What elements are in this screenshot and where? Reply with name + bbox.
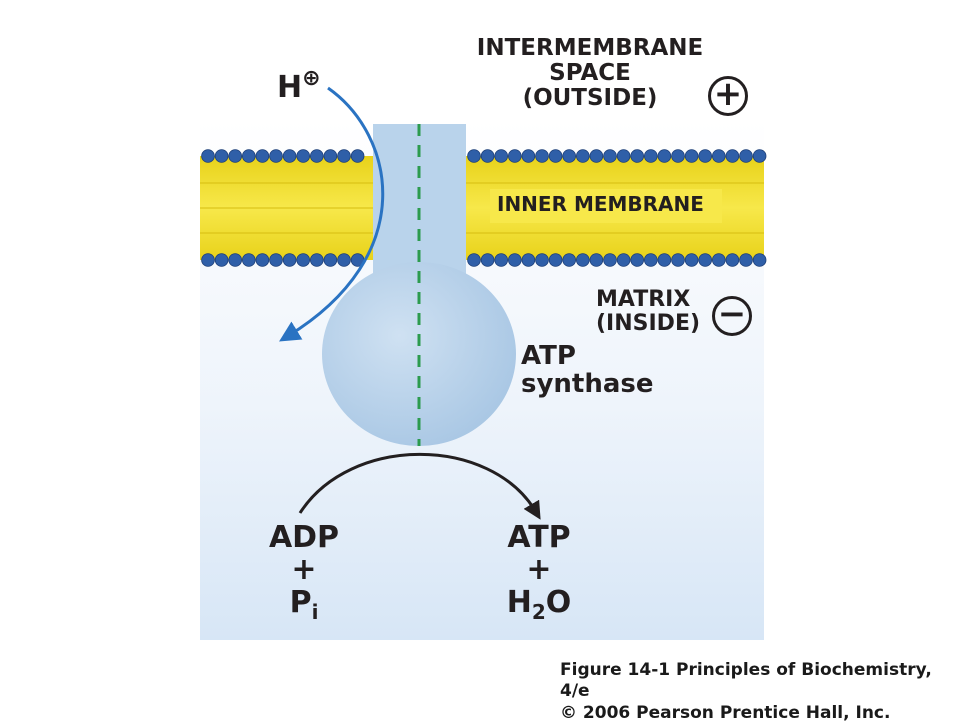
lipid-head bbox=[535, 253, 549, 267]
lipid-head bbox=[562, 149, 576, 163]
caption-line-2: © 2006 Pearson Prentice Hall, Inc. bbox=[560, 702, 891, 723]
caption-line-1: Figure 14-1 Principles of Biochemistry, … bbox=[560, 660, 932, 702]
lipid-head bbox=[242, 149, 256, 163]
lipid-head bbox=[752, 253, 767, 267]
lipid-head bbox=[507, 253, 522, 267]
reactants-label: ADP + Pi bbox=[268, 520, 340, 624]
synthase-knob bbox=[322, 262, 516, 446]
lipid-head bbox=[282, 149, 297, 163]
lipid-head bbox=[589, 149, 604, 163]
lipid-head bbox=[725, 149, 740, 163]
lipid-head bbox=[698, 149, 712, 163]
lipid-head bbox=[671, 253, 685, 267]
lipid-tails bbox=[200, 182, 764, 234]
products-label: ATP + H2O bbox=[506, 520, 572, 624]
lipid-head bbox=[711, 149, 726, 163]
negative-charge-icon: − bbox=[712, 296, 752, 336]
lipid-heads bbox=[201, 149, 767, 267]
lipid-head bbox=[255, 253, 270, 267]
lipid-head bbox=[562, 253, 576, 267]
inner-membrane-label: INNER MEMBRANE bbox=[497, 192, 704, 216]
lipid-head bbox=[603, 253, 617, 267]
lipid-head bbox=[214, 149, 229, 163]
lipid-head bbox=[684, 149, 699, 163]
lipid-head bbox=[521, 149, 536, 163]
lipid-head bbox=[323, 253, 338, 267]
lipid-head bbox=[739, 149, 753, 163]
lipid-head bbox=[630, 253, 644, 267]
lipid-head bbox=[296, 149, 311, 163]
lipid-head bbox=[575, 149, 590, 163]
lipid-head bbox=[337, 149, 351, 163]
lipid-head bbox=[337, 253, 351, 267]
lipid-head bbox=[643, 253, 658, 267]
lipid-head bbox=[269, 253, 283, 267]
lipid-head bbox=[657, 253, 672, 267]
lipid-head bbox=[214, 253, 229, 267]
lipid-head bbox=[480, 253, 495, 267]
lipid-head bbox=[739, 253, 753, 267]
lipid-head bbox=[616, 149, 631, 163]
lipid-head bbox=[494, 149, 509, 163]
lipid-head bbox=[255, 149, 270, 163]
lipid-head bbox=[535, 149, 549, 163]
lipid-head bbox=[643, 149, 658, 163]
lipid-head bbox=[296, 253, 311, 267]
lipid-head bbox=[657, 149, 672, 163]
lipid-head bbox=[201, 253, 215, 267]
lipid-head bbox=[309, 149, 324, 163]
lipid-head bbox=[228, 149, 243, 163]
lipid-head bbox=[507, 149, 522, 163]
lipid-head bbox=[548, 149, 563, 163]
lipid-head bbox=[467, 149, 481, 163]
lipid-head bbox=[521, 253, 536, 267]
lipid-head bbox=[603, 149, 617, 163]
intermembrane-space-label: INTERMEMBRANE SPACE (OUTSIDE) bbox=[476, 35, 704, 111]
lipid-head bbox=[494, 253, 509, 267]
lipid-head bbox=[242, 253, 256, 267]
lipid-head bbox=[480, 149, 495, 163]
lipid-head bbox=[575, 253, 590, 267]
lipid-head bbox=[201, 149, 215, 163]
lipid-head bbox=[282, 253, 297, 267]
proton-arrow bbox=[279, 86, 385, 342]
lipid-head bbox=[671, 149, 685, 163]
figure-caption: Figure 14-1 Principles of Biochemistry, … bbox=[560, 660, 960, 724]
positive-charge-icon: + bbox=[708, 76, 748, 116]
lipid-head bbox=[269, 149, 283, 163]
lipid-head bbox=[548, 253, 563, 267]
lipid-head bbox=[350, 149, 365, 163]
lipid-head bbox=[589, 253, 604, 267]
lipid-head bbox=[228, 253, 243, 267]
proton-label: H⊕ bbox=[277, 66, 321, 105]
proton-charge-icon: ⊕ bbox=[302, 66, 321, 91]
lipid-head bbox=[725, 253, 740, 267]
reaction-arrow bbox=[298, 452, 541, 520]
lipid-head bbox=[467, 253, 481, 267]
lipid-head bbox=[323, 149, 338, 163]
lipid-head bbox=[698, 253, 712, 267]
lipid-head bbox=[711, 253, 726, 267]
inner-membrane-label-bg bbox=[490, 189, 722, 223]
lipid-head bbox=[630, 149, 644, 163]
lipid-head bbox=[616, 253, 631, 267]
atp-synthase-label: ATP synthase bbox=[521, 341, 654, 400]
lipid-head bbox=[752, 149, 767, 163]
lipid-head bbox=[684, 253, 699, 267]
matrix-label: MATRIX (INSIDE) bbox=[596, 287, 701, 336]
lipid-head bbox=[309, 253, 324, 267]
